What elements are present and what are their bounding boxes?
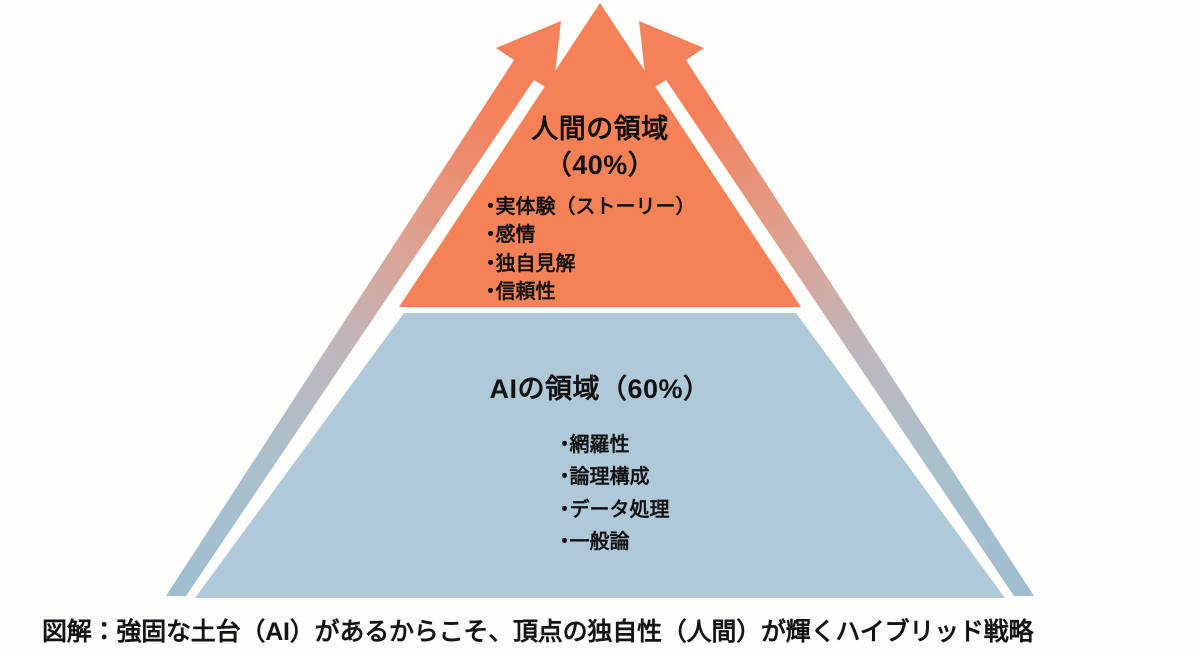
pyramid-top-layer-human bbox=[399, 3, 801, 307]
diagram-caption: 図解：強固な土台（AI）があるからこそ、頂点の独自性（人間）が輝くハイブリッド戦… bbox=[42, 618, 1034, 646]
list-item-label: 独自見解 bbox=[495, 252, 576, 275]
human-layer-content: 人間の領域 （40%） ・実体験（ストーリー） ・感情 ・独自見解 ・信頼性 bbox=[330, 112, 870, 306]
ai-layer-content: AIの領域（60%） ・網羅性 ・論理構成 ・データ処理 ・一般論 bbox=[330, 372, 870, 559]
human-layer-bullet-list: ・実体験（ストーリー） ・感情 ・独自見解 ・信頼性 bbox=[481, 193, 696, 307]
bullet-glyph: ・ bbox=[480, 224, 501, 247]
list-item: ・網羅性 bbox=[555, 429, 670, 461]
list-item: ・信頼性 bbox=[481, 278, 696, 306]
bullet-glyph: ・ bbox=[554, 531, 575, 554]
list-item: ・実体験（ストーリー） bbox=[481, 193, 696, 221]
ai-layer-bullet-list: ・網羅性 ・論理構成 ・データ処理 ・一般論 bbox=[555, 429, 670, 559]
list-item: ・論理構成 bbox=[555, 461, 670, 493]
bullet-glyph: ・ bbox=[554, 434, 575, 457]
bullet-glyph: ・ bbox=[554, 466, 575, 489]
list-item-label: 一般論 bbox=[569, 531, 630, 554]
list-item: ・独自見解 bbox=[481, 250, 696, 278]
list-item: ・感情 bbox=[481, 221, 696, 249]
pyramid-base-layer-ai bbox=[195, 313, 1005, 598]
list-item: ・一般論 bbox=[555, 526, 670, 558]
ai-layer-heading: AIの領域（60%） bbox=[489, 374, 711, 404]
list-item-label: データ処理 bbox=[569, 498, 670, 521]
list-item: ・データ処理 bbox=[555, 494, 670, 526]
list-item-label: 網羅性 bbox=[569, 434, 630, 457]
bullet-glyph: ・ bbox=[480, 195, 501, 218]
bullet-glyph: ・ bbox=[480, 280, 501, 303]
list-item-label: 論理構成 bbox=[569, 466, 650, 489]
list-item-label: 信頼性 bbox=[495, 280, 556, 303]
right-growth-arrow-icon bbox=[639, 21, 1034, 596]
list-item-label: 実体験（ストーリー） bbox=[495, 195, 696, 218]
left-growth-arrow-icon bbox=[166, 21, 561, 596]
bullet-glyph: ・ bbox=[480, 252, 501, 275]
bullet-glyph: ・ bbox=[554, 498, 575, 521]
list-item-label: 感情 bbox=[495, 224, 536, 247]
human-layer-heading: 人間の領域 （40%） bbox=[531, 114, 669, 180]
